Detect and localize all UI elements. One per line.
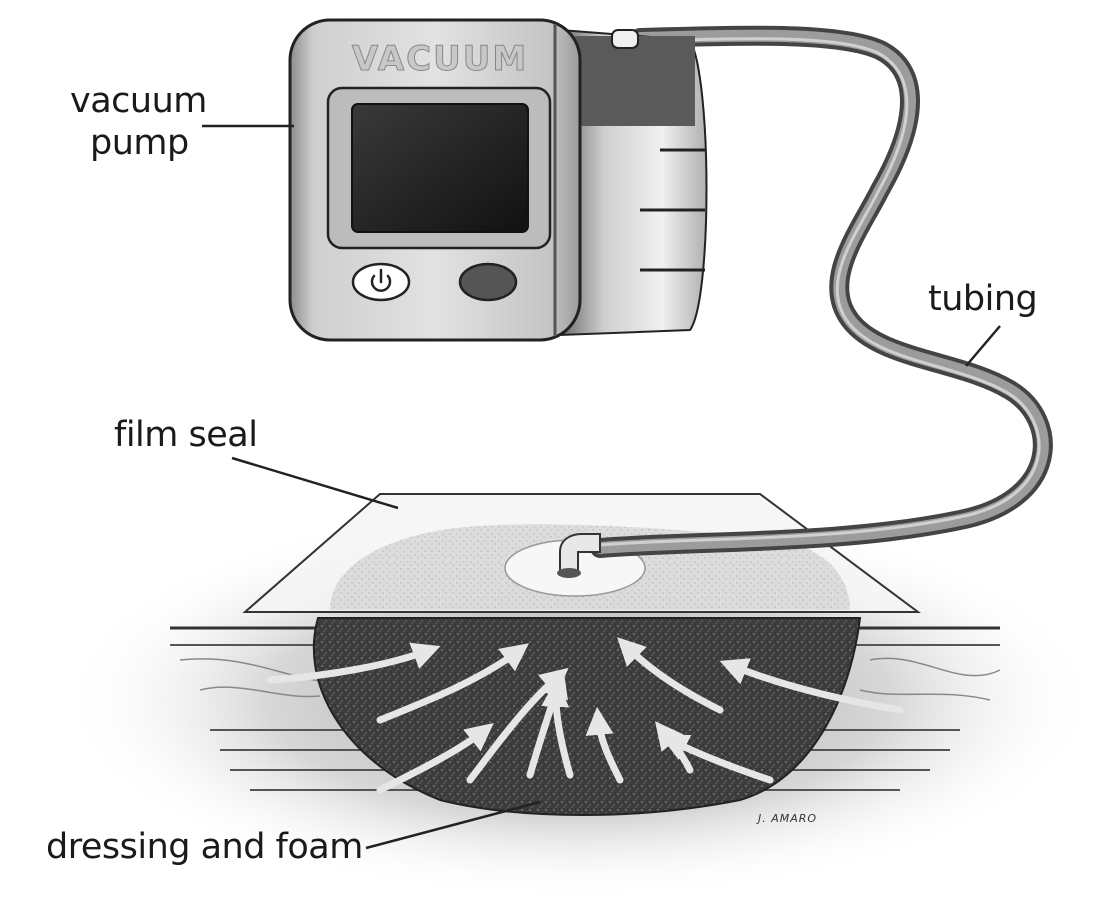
label-film-seal: film seal	[114, 415, 258, 455]
label-vacuum-pump-line2: pump	[90, 123, 189, 163]
secondary-button[interactable]	[458, 262, 518, 302]
tube-connector	[557, 533, 601, 578]
brand-text: VACUUM	[352, 39, 528, 79]
suction-flow-arrows	[266, 637, 904, 794]
leader-lines	[202, 124, 1001, 850]
label-tubing: tubing	[928, 279, 1038, 319]
vacuum-pump: VACUUM	[288, 18, 708, 342]
power-icon	[370, 268, 392, 292]
label-dressing-and-foam: dressing and foam	[46, 827, 363, 867]
artist-signature: J. AMARO	[758, 812, 818, 825]
power-button[interactable]	[351, 262, 411, 302]
label-vacuum-pump-line1: vacuum	[70, 81, 207, 121]
